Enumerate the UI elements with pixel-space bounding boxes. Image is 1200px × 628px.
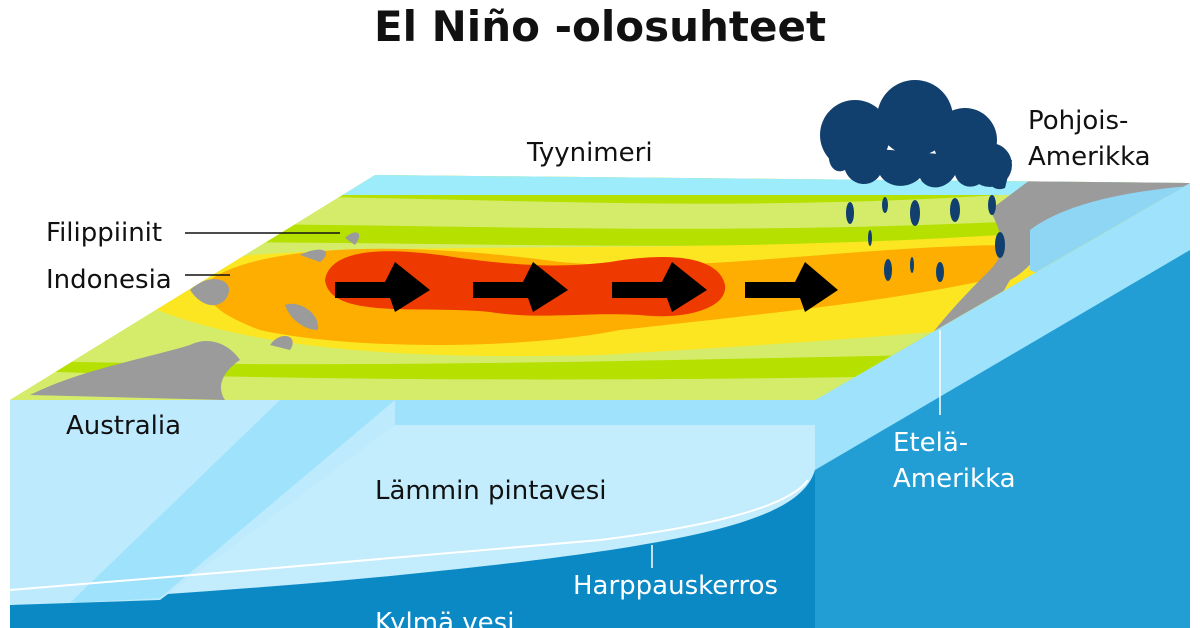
raindrop-icon [995,232,1005,258]
east-wind-arrow-icon [612,262,707,312]
front-face [10,400,815,628]
philippines-label: Filippiinit [46,218,163,248]
thermocline-line [10,479,809,591]
south-america-label-line1: Etelä- [893,428,969,458]
raindrop-icon [868,230,872,246]
south-america-label-line2: Amerikka [893,464,1016,494]
warm-surface-water-label: Lämmin pintavesi [375,476,607,506]
raindrop-icon [936,262,944,282]
page-title: El Niño -olosuhteet [373,2,827,51]
raindrop-icon [884,259,892,281]
thermocline-label: Harppauskerros [573,571,779,601]
indonesia-land [190,279,230,306]
raindrop-icon [910,257,914,273]
raindrop-icon [910,200,920,226]
raindrop-icon [882,197,888,213]
australia-land [30,340,240,400]
raindrop-icon [950,198,960,222]
australia-label: Australia [66,411,182,441]
north-america-label-line2: Amerikka [1028,142,1151,172]
cold-water-label: Kylmä vesi [375,608,515,628]
indonesia-label: Indonesia [46,265,172,295]
east-wind-arrow-icon [335,262,430,312]
east-wind-arrow-icon [745,262,838,312]
north-america-label-line1: Pohjois- [1028,106,1129,136]
east-wind-arrow-icon [473,262,568,312]
pacific-ocean-label: Tyynimeri [527,138,653,168]
raindrop-icon [988,195,996,215]
rain-cloud-icon [820,80,1012,190]
philippines-land [345,232,360,245]
raindrop-icon [846,202,854,224]
rain-drops [846,195,1005,282]
east-wind-arrows [335,262,838,312]
